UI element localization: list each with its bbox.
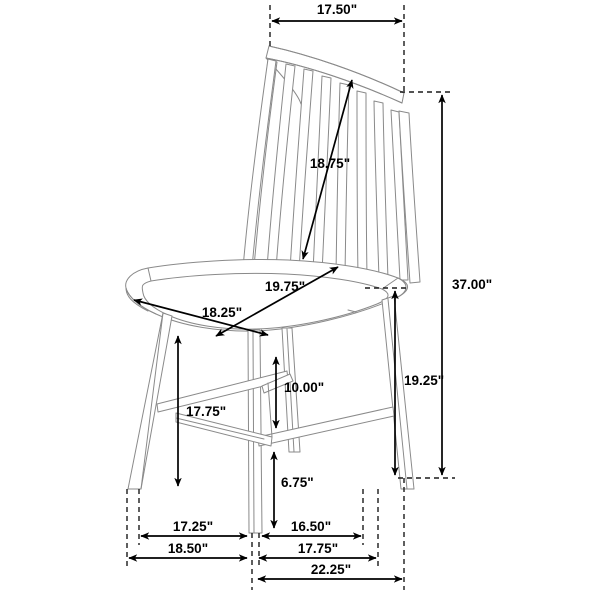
dimension-lower-stretcher: 6.75" xyxy=(270,451,314,529)
dimension-label-overall-height: 37.00" xyxy=(452,277,492,292)
dimension-label-lower-stretcher: 6.75" xyxy=(281,475,314,490)
dimension-label-overall-depth: 22.25" xyxy=(311,562,351,577)
dimension-label-back-height: 18.75" xyxy=(310,156,350,171)
dimension-label-front-leg-outer: 18.50" xyxy=(168,541,208,556)
floor-extension-lines xyxy=(126,478,405,590)
dimension-back-width: 17.50" xyxy=(269,2,405,93)
dimension-overall-height: 37.00" xyxy=(398,91,492,479)
dimension-upper-stretcher: 10.00" xyxy=(272,356,324,429)
dimension-label-side-leg-outer: 17.75" xyxy=(298,541,338,556)
dimension-label-upper-stretcher: 10.00" xyxy=(284,380,324,395)
dimension-back-height: 18.75" xyxy=(301,79,354,260)
dimension-annotations: 17.50" 18.75" 19.75" 18.25" 37.00" xyxy=(126,2,492,590)
dimension-overall-depth: 22.25" xyxy=(257,562,403,583)
dimension-side-leg-inner: 16.50" xyxy=(261,519,362,540)
dimension-label-back-width: 17.50" xyxy=(317,2,357,17)
dimension-seat-height: 17.75" xyxy=(174,335,226,487)
dimension-label-seat-back-height: 19.25" xyxy=(404,373,444,388)
dimension-side-leg-outer: 17.75" xyxy=(258,541,377,562)
dimension-label-seat-diagonal-depth: 19.75" xyxy=(265,279,305,294)
dimension-label-seat-height: 17.75" xyxy=(186,404,226,419)
dimension-seat-back-height: 19.25" xyxy=(365,287,444,476)
dimension-label-seat-diagonal-width: 18.25" xyxy=(202,305,242,320)
dimension-label-side-leg-inner: 16.50" xyxy=(291,519,331,534)
dimension-front-leg-inner: 17.25" xyxy=(140,519,248,540)
dimension-front-leg-outer: 18.50" xyxy=(128,541,248,562)
dimension-label-front-leg-inner: 17.25" xyxy=(173,519,213,534)
chair-stretchers xyxy=(156,370,395,447)
chair-back-posts xyxy=(242,58,421,284)
dimension-seat-diagonal-width: 18.25" xyxy=(133,298,269,337)
